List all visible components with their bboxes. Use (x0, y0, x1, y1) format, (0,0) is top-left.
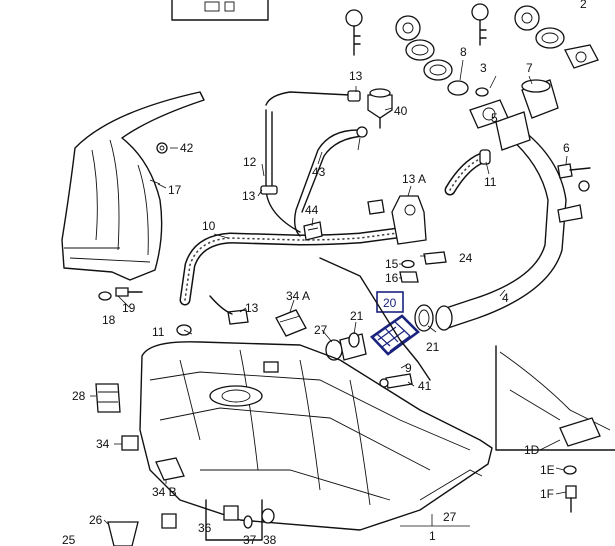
label-15: 15 (385, 257, 399, 271)
label-8: 8 (460, 45, 467, 59)
leader-lines (90, 59, 568, 527)
hose-clamps-left (176, 295, 279, 373)
nut-and-washer (399, 251, 447, 283)
label-34B: 34 B (152, 485, 177, 499)
detail-inset (495, 345, 615, 513)
hose-clip (303, 221, 323, 241)
label-12: 12 (243, 155, 257, 169)
connector-hose-highlighted (370, 291, 420, 356)
label-13-c: 13 (245, 301, 259, 315)
vent-valve (356, 88, 393, 138)
label-10: 10 (202, 219, 216, 233)
mounting-bracket (367, 195, 427, 245)
label-21-right: 21 (426, 340, 440, 354)
label-41: 41 (418, 379, 432, 393)
label-40: 40 (394, 104, 408, 118)
label-7: 7 (526, 61, 533, 75)
fuel-line (319, 257, 431, 381)
filler-cap-seals (405, 27, 599, 96)
fuel-tank (139, 341, 493, 531)
top-left-inset-box (171, 0, 269, 21)
bolt-and-washer (98, 287, 143, 301)
label-25: 25 (62, 533, 76, 546)
vent-hose (179, 224, 426, 306)
breather-lines (260, 90, 365, 237)
bolt-41 (379, 373, 413, 389)
label-34A: 34 A (286, 289, 310, 303)
label-24: 24 (459, 251, 473, 265)
label-13-b: 13 (349, 69, 363, 83)
wheel-housing-liner (61, 91, 205, 281)
bottom-small-parts (107, 499, 275, 546)
hose-clamp (414, 304, 434, 332)
label-16: 16 (385, 271, 399, 285)
label-1D: 1D (524, 443, 540, 457)
label-28: 28 (72, 389, 86, 403)
label-19: 19 (122, 301, 136, 315)
label-11-right: 11 (484, 175, 497, 189)
label-4: 4 (502, 291, 509, 305)
hose-sleeve (325, 332, 367, 361)
label-6: 6 (563, 141, 570, 155)
label-1E: 1E (540, 463, 555, 477)
keys (345, 3, 540, 56)
label-9: 9 (405, 361, 412, 375)
rubber-block (275, 309, 307, 337)
label-38: 38 (263, 533, 277, 546)
label-27-bottom: 27 (443, 510, 457, 524)
label-34: 34 (96, 437, 110, 451)
label-36: 36 (198, 521, 212, 535)
label-37: 37 (243, 533, 257, 546)
label-27-middle: 27 (314, 323, 328, 337)
label-13A: 13 A (402, 172, 426, 186)
small-parts-left (95, 383, 185, 481)
label-13-a: 13 (242, 189, 256, 203)
callout-labels: 42 17 19 18 10 12 13 43 13 40 13 44 13 A… (62, 0, 587, 546)
label-11-left: 11 (152, 325, 165, 339)
label-3: 3 (480, 61, 487, 75)
label-44: 44 (305, 203, 319, 217)
label-2: 2 (580, 0, 587, 11)
label-5: 5 (491, 111, 498, 125)
label-43: 43 (312, 165, 326, 179)
filler-cap (521, 79, 559, 119)
label-21-left: 21 (350, 309, 364, 323)
bolt-6 (557, 163, 591, 223)
label-20: 20 (383, 296, 397, 310)
vent-hose-right (444, 149, 491, 196)
label-26: 26 (89, 513, 103, 527)
label-17: 17 (168, 183, 182, 197)
label-1F: 1F (540, 487, 554, 501)
label-18: 18 (102, 313, 116, 327)
label-42: 42 (180, 141, 194, 155)
label-1: 1 (429, 529, 436, 543)
filler-neck-pipe (435, 111, 567, 331)
